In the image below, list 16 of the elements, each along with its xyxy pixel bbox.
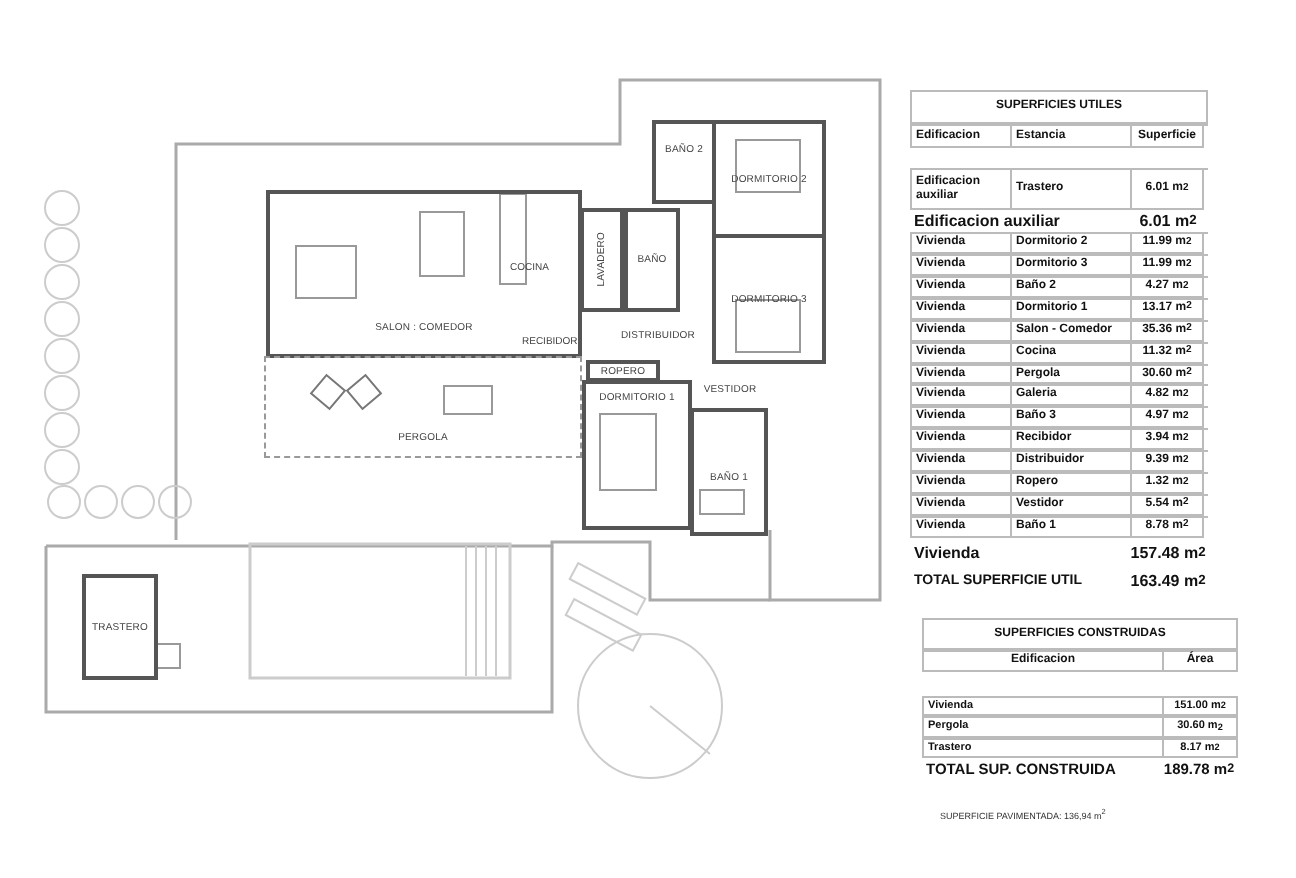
subtotal-label: Edificacion auxiliar (912, 210, 1062, 233)
room-outline (624, 208, 680, 312)
subtotal-label: Vivienda (912, 542, 982, 566)
room-outline (580, 208, 624, 312)
subtotal-value: 6.01 m$^{2}$ (1137, 210, 1199, 233)
room-outline (264, 356, 582, 458)
room-outline (712, 120, 826, 238)
room-outline (712, 234, 826, 364)
room-outline (652, 120, 716, 204)
room-outline (690, 408, 768, 536)
room-outline (82, 574, 158, 680)
room-outline (582, 380, 692, 530)
room-outline (266, 190, 582, 358)
total-value: 163.49 m$^{2}$ (1130, 570, 1206, 594)
subtotal-value: 157.48 m$^{2}$ (1130, 542, 1206, 566)
room-outline (586, 360, 660, 382)
